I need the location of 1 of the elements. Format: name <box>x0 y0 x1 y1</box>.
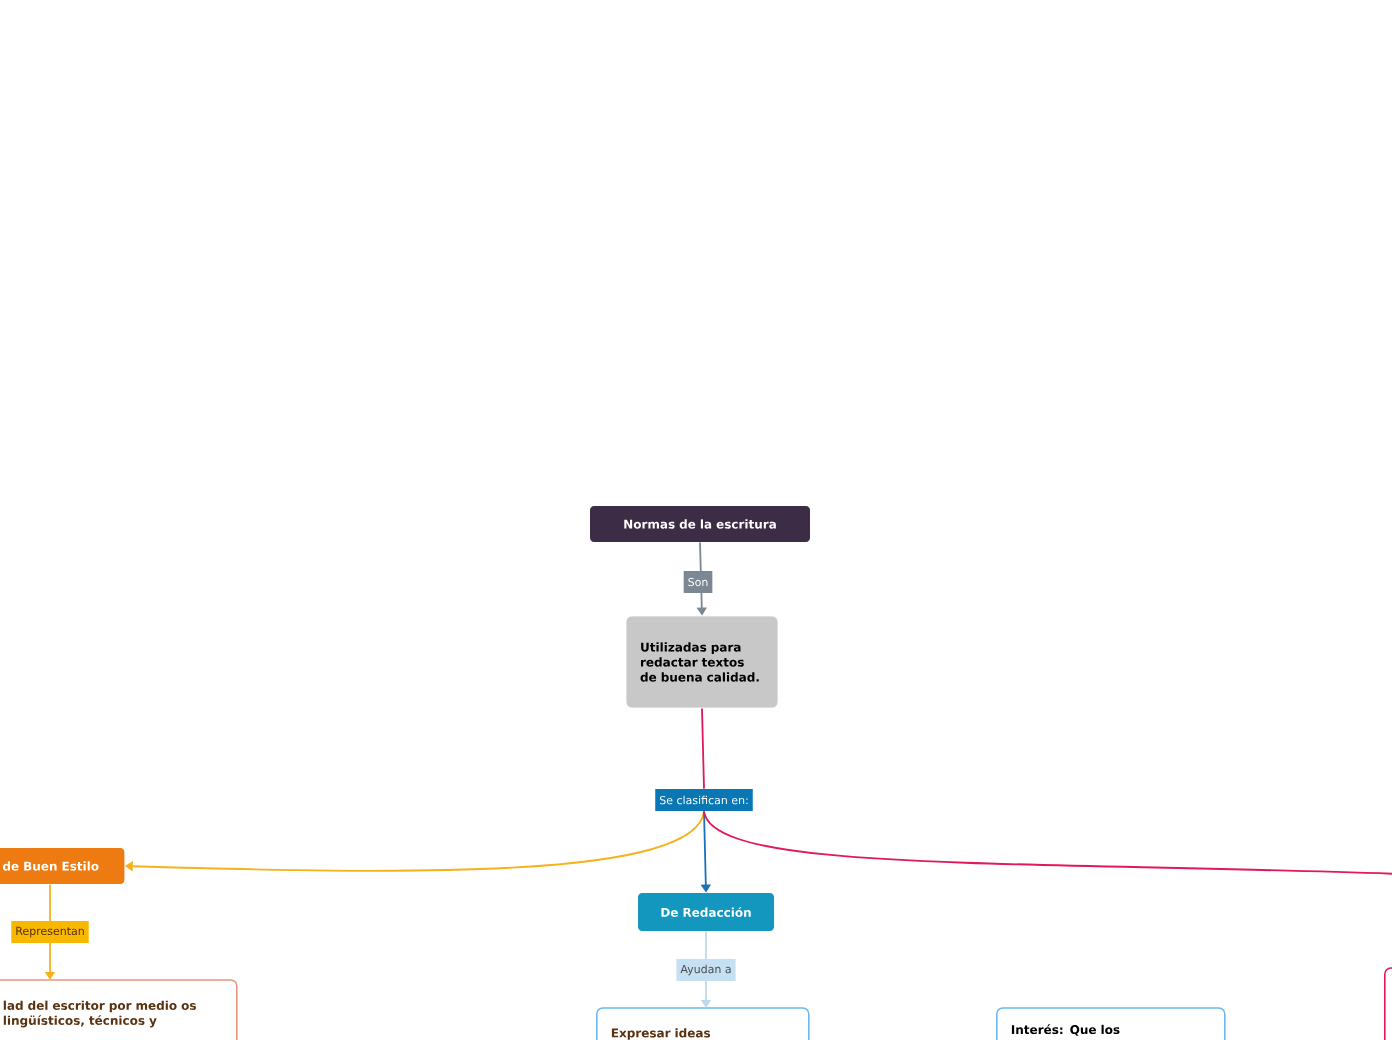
description-box <box>1384 967 1392 1040</box>
